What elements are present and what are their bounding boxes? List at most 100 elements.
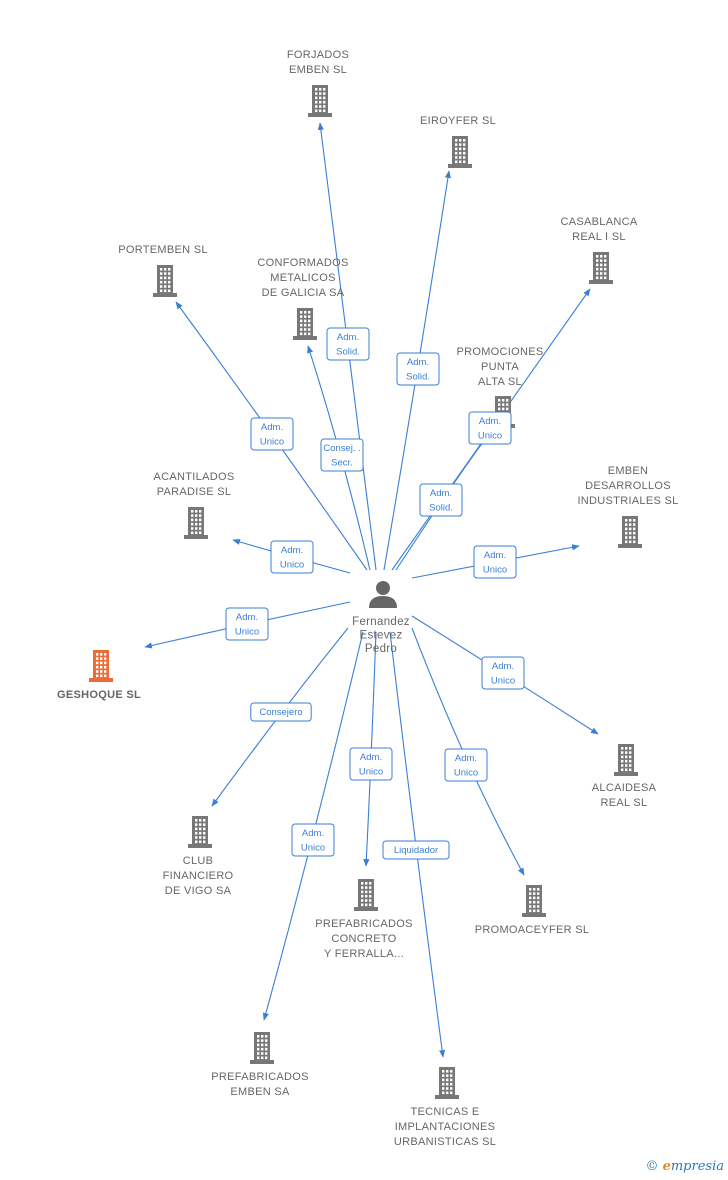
company-label[interactable]: PROMOCIONES <box>456 346 543 358</box>
company-label[interactable]: ALTA SL <box>478 376 522 388</box>
company-label[interactable]: ACANTILADOS <box>154 471 235 483</box>
edge-label-text: Adm. <box>302 828 324 839</box>
edge-label-text: Adm. <box>360 752 382 763</box>
building-icon[interactable] <box>435 1067 459 1099</box>
edge-label-text: Consej. . <box>323 443 361 454</box>
person-name[interactable]: Pedro <box>365 643 397 655</box>
building-icon[interactable] <box>153 265 177 297</box>
company-label[interactable]: PARADISE SL <box>157 486 232 498</box>
edge-label-acantilados[interactable]: Adm.Unico <box>270 540 314 574</box>
edge-label-tecnicas[interactable]: Liquidador <box>382 840 450 860</box>
company-node-geshoque[interactable]: GESHOQUE SL <box>57 650 141 701</box>
company-label[interactable]: FORJADOS <box>287 49 349 61</box>
building-icon[interactable] <box>522 885 546 917</box>
company-label[interactable]: EMBEN SL <box>289 64 347 76</box>
company-label[interactable]: PORTEMBEN SL <box>118 244 208 256</box>
company-label[interactable]: DE VIGO SA <box>165 885 232 897</box>
edge-label-geshoque[interactable]: Adm.Unico <box>225 607 269 641</box>
company-label[interactable]: CASABLANCA <box>561 216 638 228</box>
company-label[interactable]: CLUB <box>183 855 214 867</box>
company-node-prefab_emben[interactable]: PREFABRICADOS EMBEN SA <box>211 1032 308 1098</box>
company-label[interactable]: CONFORMADOS <box>257 257 348 269</box>
company-label[interactable]: Y FERRALLA... <box>324 948 404 960</box>
edge-label-text: Adm. <box>281 545 303 556</box>
building-icon[interactable] <box>293 308 317 340</box>
company-label[interactable]: EIROYFER SL <box>420 115 496 127</box>
person-name[interactable]: Estevez <box>359 630 402 642</box>
company-label[interactable]: EMBEN SA <box>230 1086 290 1098</box>
company-node-emben_des[interactable]: EMBEN DESARROLLOS INDUSTRIALES SL <box>577 465 678 548</box>
edge-label-text: Unico <box>454 768 478 779</box>
building-icon[interactable] <box>184 507 208 539</box>
edge-label-emben_des[interactable]: Adm.Unico <box>473 545 517 579</box>
edge-label-text: Solid. <box>429 503 453 514</box>
company-node-prefab_concreto[interactable]: PREFABRICADOS CONCRETO Y FERRALLA... <box>315 879 412 960</box>
edge-label-promoaceyfer[interactable]: Adm.Unico <box>444 748 488 782</box>
edge-label-text: Adm. <box>337 332 359 343</box>
company-node-eiroyfer[interactable]: EIROYFER SL <box>420 115 496 168</box>
brand-logo-text: mpresia <box>670 1159 724 1174</box>
company-node-conformados[interactable]: CONFORMADOS METALICOS DE GALICIA SA <box>257 257 348 340</box>
company-node-promoaceyfer[interactable]: PROMOACEYFER SL <box>475 885 590 936</box>
building-icon[interactable] <box>354 879 378 911</box>
company-label[interactable]: URBANISTICAS SL <box>394 1136 496 1148</box>
building-icon[interactable] <box>448 136 472 168</box>
edge-label-text: Adm. <box>484 550 506 561</box>
edge-label-portemben[interactable]: Adm.Unico <box>250 417 294 451</box>
building-icon[interactable] <box>614 744 638 776</box>
edge-label-text: Unico <box>359 767 383 778</box>
edge-label-text: Adm. <box>492 661 514 672</box>
company-label[interactable]: REAL SL <box>601 797 648 809</box>
company-node-acantilados[interactable]: ACANTILADOS PARADISE SL <box>154 471 235 539</box>
building-icon[interactable] <box>308 85 332 117</box>
company-node-casablanca[interactable]: CASABLANCA REAL I SL <box>561 216 638 284</box>
edge-label-text: Adm. <box>479 416 501 427</box>
company-node-portemben[interactable]: PORTEMBEN SL <box>118 244 208 297</box>
edge-label-casablanca[interactable]: Adm.Solid. <box>419 483 463 517</box>
edge-label-conformados[interactable]: Consej. .Secr. <box>320 438 364 472</box>
edge-label-forjados[interactable]: Adm.Solid. <box>326 327 370 361</box>
edge-label-text: Unico <box>235 627 259 638</box>
edge-label-text: Unico <box>301 843 325 854</box>
company-label[interactable]: TECNICAS E <box>410 1106 479 1118</box>
company-label[interactable]: INDUSTRIALES SL <box>577 495 678 507</box>
edge-label-prefab_concreto[interactable]: Adm. Unico <box>349 747 393 781</box>
building-icon[interactable] <box>89 650 113 682</box>
edge-label-text: Unico <box>478 431 502 442</box>
company-label[interactable]: REAL I SL <box>572 231 626 243</box>
edge-label-prefab_emben[interactable]: Adm. Unico <box>291 823 335 857</box>
building-icon[interactable] <box>250 1032 274 1064</box>
edge-label-text: Unico <box>260 437 284 448</box>
company-label[interactable]: PREFABRICADOS <box>211 1071 308 1083</box>
company-label[interactable]: EMBEN <box>608 465 649 477</box>
edge-label-text: Unico <box>491 676 515 687</box>
edge-label-eiroyfer[interactable]: Adm.Solid. <box>396 352 440 386</box>
edge-label-text: Adm. <box>407 357 429 368</box>
company-node-alcaidesa[interactable]: ALCAIDESA REAL SL <box>592 744 657 809</box>
company-node-forjados[interactable]: FORJADOS EMBEN SL <box>287 49 349 117</box>
building-icon[interactable] <box>618 516 642 548</box>
company-node-club[interactable]: CLUB FINANCIERO DE VIGO SA <box>163 816 234 897</box>
company-label[interactable]: DE GALICIA SA <box>262 287 345 299</box>
company-label[interactable]: IMPLANTACIONES <box>395 1121 496 1133</box>
building-icon[interactable] <box>589 252 613 284</box>
company-label[interactable]: DESARROLLOS <box>585 480 671 492</box>
company-label[interactable]: METALICOS <box>270 272 335 284</box>
company-label[interactable]: CONCRETO <box>331 933 396 945</box>
edge-line-casablanca <box>391 288 591 571</box>
building-icon[interactable] <box>188 816 212 848</box>
edge-label-club[interactable]: Consejero <box>250 702 312 722</box>
brand-footer[interactable]: © empresia <box>645 1159 724 1174</box>
company-label[interactable]: PROMOACEYFER SL <box>475 924 590 936</box>
person-name[interactable]: Fernandez <box>352 616 410 628</box>
company-label[interactable]: FINANCIERO <box>163 870 234 882</box>
company-node-tecnicas[interactable]: TECNICAS E IMPLANTACIONES URBANISTICAS SL <box>394 1067 496 1148</box>
company-label[interactable]: GESHOQUE SL <box>57 689 141 701</box>
company-label[interactable]: ALCAIDESA <box>592 782 657 794</box>
company-label[interactable]: PREFABRICADOS <box>315 918 412 930</box>
edge-label-alcaidesa[interactable]: Adm. Unico <box>481 656 525 690</box>
edge-label-promociones[interactable]: Adm. Unico <box>468 411 512 445</box>
company-label[interactable]: PUNTA <box>481 361 519 373</box>
